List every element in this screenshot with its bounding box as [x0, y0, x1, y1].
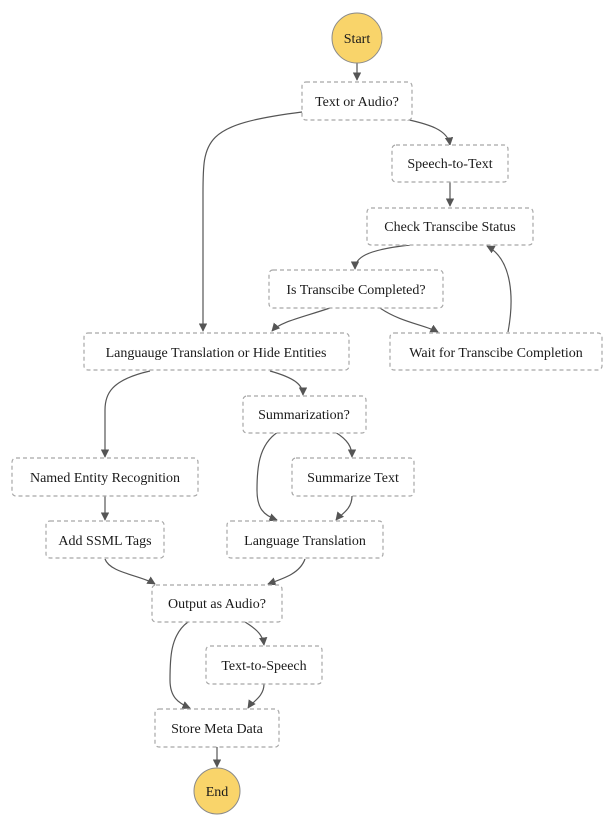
edge-is-completed-to-translate-or-hide [271, 307, 331, 332]
speech-to-text-node: Speech-to-Text [391, 144, 509, 183]
edge-translate-or-hide-to-ner [100, 370, 151, 458]
tts-node: Text-to-Speech [205, 645, 323, 685]
wait-node: Wait for Transcibe Completion [389, 332, 603, 371]
edge-output-audio-to-store-meta [169, 621, 191, 709]
edge-ssml-to-output-audio [104, 558, 156, 585]
is-completed-label: Is Transcibe Completed? [286, 283, 425, 298]
text-or-audio-label: Text or Audio? [315, 95, 399, 110]
edge-wait-to-check-status [486, 245, 512, 333]
edge-summarization-to-summarize-text [334, 431, 357, 458]
check-status-label: Check Transcibe Status [384, 220, 515, 235]
translate-or-hide-label: Languauge Translation or Hide Entities [106, 346, 327, 361]
edge-summarization-to-language-translation [256, 431, 279, 522]
edge-summarize-text-to-language-translation [335, 495, 353, 521]
edge-output-audio-to-tts [244, 621, 268, 646]
ner-label: Named Entity Recognition [30, 471, 180, 486]
ssml-node: Add SSML Tags [45, 520, 165, 559]
summarization-label: Summarization? [258, 408, 350, 423]
output-audio-node: Output as Audio? [151, 584, 283, 623]
start-label: Start [344, 32, 371, 47]
store-meta-label: Store Meta Data [171, 722, 264, 737]
end-node: End [193, 767, 241, 815]
edge-check-status-to-is-completed [350, 244, 411, 270]
translate-or-hide-node: Languauge Translation or Hide Entities [83, 332, 350, 371]
edge-translate-or-hide-to-summarization [269, 370, 308, 396]
ner-node: Named Entity Recognition [11, 457, 199, 497]
check-status-node: Check Transcibe Status [366, 207, 534, 246]
end-label: End [206, 785, 229, 800]
start-node: Start [331, 12, 383, 64]
edge-language-translation-to-output-audio [267, 558, 306, 586]
summarize-text-label: Summarize Text [307, 471, 399, 486]
edge-is-completed-to-wait [379, 307, 439, 333]
language-translation-node: Language Translation [226, 520, 384, 559]
tts-label: Text-to-Speech [221, 659, 306, 674]
store-meta-node: Store Meta Data [154, 708, 280, 748]
ssml-label: Add SSML Tags [58, 534, 151, 549]
wait-label: Wait for Transcibe Completion [409, 346, 582, 361]
summarization-node: Summarization? [242, 395, 367, 434]
text-or-audio-node: Text or Audio? [301, 81, 413, 121]
edge-tts-to-store-meta [247, 683, 265, 709]
edges [100, 63, 512, 768]
is-completed-node: Is Transcibe Completed? [268, 269, 444, 309]
language-translation-label: Language Translation [244, 534, 366, 549]
edge-text-or-audio-to-speech-to-text [399, 117, 454, 146]
speech-to-text-label: Speech-to-Text [407, 157, 492, 172]
summarize-text-node: Summarize Text [291, 457, 415, 497]
edge-text-or-audio-to-translate-or-hide [198, 111, 303, 332]
output-audio-label: Output as Audio? [168, 597, 266, 612]
